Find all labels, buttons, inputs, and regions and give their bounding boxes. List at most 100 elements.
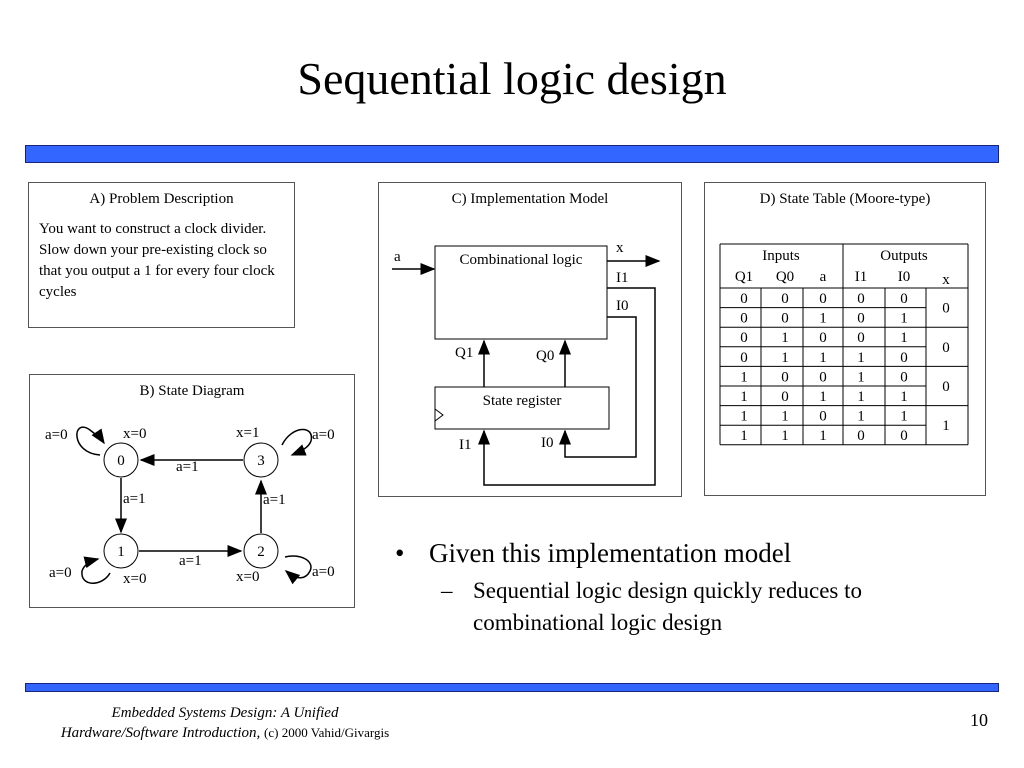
output-label: x=0: [123, 571, 146, 587]
table-column-header: Q0: [776, 269, 794, 285]
signal-label: Q1: [455, 345, 473, 361]
panel-title: B) State Diagram: [139, 383, 245, 399]
state-label: 1: [117, 544, 125, 560]
table-cell: 0: [857, 428, 865, 444]
table-cell: 0: [819, 369, 827, 385]
state-diagram: 0 1 2 3 a=0 x=0 x=1 a=0 a=1 a=1 a=1 a=1 …: [45, 425, 335, 587]
transition-label: a=0: [312, 427, 335, 443]
transition-label: a=1: [263, 492, 286, 508]
state-register-label: State register: [483, 393, 562, 409]
combinational-logic-label: Combinational logic: [460, 252, 583, 268]
table-cell: 1: [781, 350, 789, 366]
bullet-list: • Given this implementation model –Sequen…: [395, 538, 993, 639]
table-cell: 0: [781, 291, 789, 307]
panel-state-table: D) State Table (Moore-type) Inputs Outpu…: [704, 182, 986, 496]
transition-label: a=1: [176, 459, 199, 475]
table-column-header: I0: [898, 269, 911, 285]
bullet-dot: •: [395, 538, 405, 568]
state-label: 2: [257, 544, 265, 560]
state-register-block: [434, 386, 610, 430]
table-cell: 0: [819, 409, 827, 425]
table-cell: 1: [740, 428, 748, 444]
self-loop-0: [76, 426, 105, 456]
panel-state-diagram: B) State Diagram 0 1 2 3 a=0 x=0 x=1 a=0…: [29, 374, 355, 608]
transition-label: a=0: [312, 564, 335, 580]
output-label: x=0: [236, 569, 259, 585]
top-divider-bar: [25, 145, 999, 163]
table-cell: 1: [740, 409, 748, 425]
table-cell: 0: [740, 330, 748, 346]
transition-label: a=1: [179, 553, 202, 569]
state-0: [103, 442, 139, 478]
table-column-header: x: [942, 272, 950, 288]
output-label: x=1: [236, 425, 259, 441]
signal-label: I1: [459, 437, 472, 453]
table-cell: 0: [857, 291, 865, 307]
copyright: (c) 2000 Vahid/Givargis: [264, 725, 390, 740]
bullet-item: • Given this implementation model: [395, 538, 993, 569]
table-cell: 1: [740, 389, 748, 405]
self-loop-3: [281, 428, 313, 456]
panel-implementation-model: C) Implementation Model Combinational lo…: [378, 182, 682, 497]
signal-label: Q0: [536, 348, 554, 364]
state-3: [243, 442, 279, 478]
signal-label: I1: [616, 270, 629, 286]
table-cell: 1: [857, 350, 865, 366]
signal-label: I0: [616, 298, 629, 314]
table-cell: 0: [819, 330, 827, 346]
sub-bullet-text: Sequential logic design quickly reduces …: [473, 578, 862, 635]
table-cell: 0: [740, 291, 748, 307]
table-cell: 0: [781, 389, 789, 405]
table-cell: 1: [781, 428, 789, 444]
i1-feedback-wire: [478, 287, 656, 486]
table-cell: 1: [900, 330, 908, 346]
table-cell: 1: [900, 389, 908, 405]
table-cell: 1: [857, 409, 865, 425]
table-column-header: I1: [855, 269, 868, 285]
table-cell: 1: [900, 409, 908, 425]
table-cell: 1: [819, 350, 827, 366]
self-loop-1: [81, 556, 111, 584]
table-cell: 0: [900, 369, 908, 385]
table-cell: 1: [819, 428, 827, 444]
table-cell: 1: [819, 311, 827, 327]
table-cell: 0: [857, 330, 865, 346]
table-column-header: Q1: [735, 269, 753, 285]
table-cell: 1: [781, 409, 789, 425]
bottom-divider-bar: [25, 683, 999, 692]
transition-label: a=1: [123, 491, 146, 507]
transition-label: a=0: [49, 565, 72, 581]
state-label: 0: [117, 453, 125, 469]
table-group-header: Inputs: [762, 248, 800, 264]
panel-problem-description: A) Problem Description You want to const…: [28, 182, 295, 328]
table-cell: 0: [900, 291, 908, 307]
self-loop-2: [284, 555, 312, 585]
panel-title: A) Problem Description: [89, 191, 234, 207]
transition-label: a=0: [45, 427, 68, 443]
panel-title: C) Implementation Model: [451, 191, 609, 207]
table-cell: 0: [781, 369, 789, 385]
table-cell-x: 0: [942, 340, 950, 356]
table-group-header: Outputs: [880, 248, 928, 264]
page-number: 10: [970, 710, 988, 730]
state-1: [103, 533, 139, 569]
signal-label: I0: [541, 435, 554, 451]
table-cell: 1: [740, 369, 748, 385]
clock-input-icon: [434, 408, 444, 422]
combinational-logic-block: [434, 245, 608, 340]
book-title-line2: Hardware/Software Introduction,: [60, 725, 261, 741]
table-cell: 0: [900, 428, 908, 444]
panel-title: D) State Table (Moore-type): [759, 191, 931, 207]
table-cell: 1: [781, 330, 789, 346]
bullet-text: Given this implementation model: [429, 538, 792, 568]
table-cell: 0: [740, 350, 748, 366]
table-cell-x: 0: [942, 301, 950, 317]
table-cell-x: 1: [942, 418, 950, 434]
signal-label: a: [394, 249, 401, 265]
table-cell: 1: [819, 389, 827, 405]
table-cell: 0: [819, 291, 827, 307]
state-2: [243, 533, 279, 569]
sub-bullet-item: –Sequential logic design quickly reduces…: [395, 575, 993, 639]
